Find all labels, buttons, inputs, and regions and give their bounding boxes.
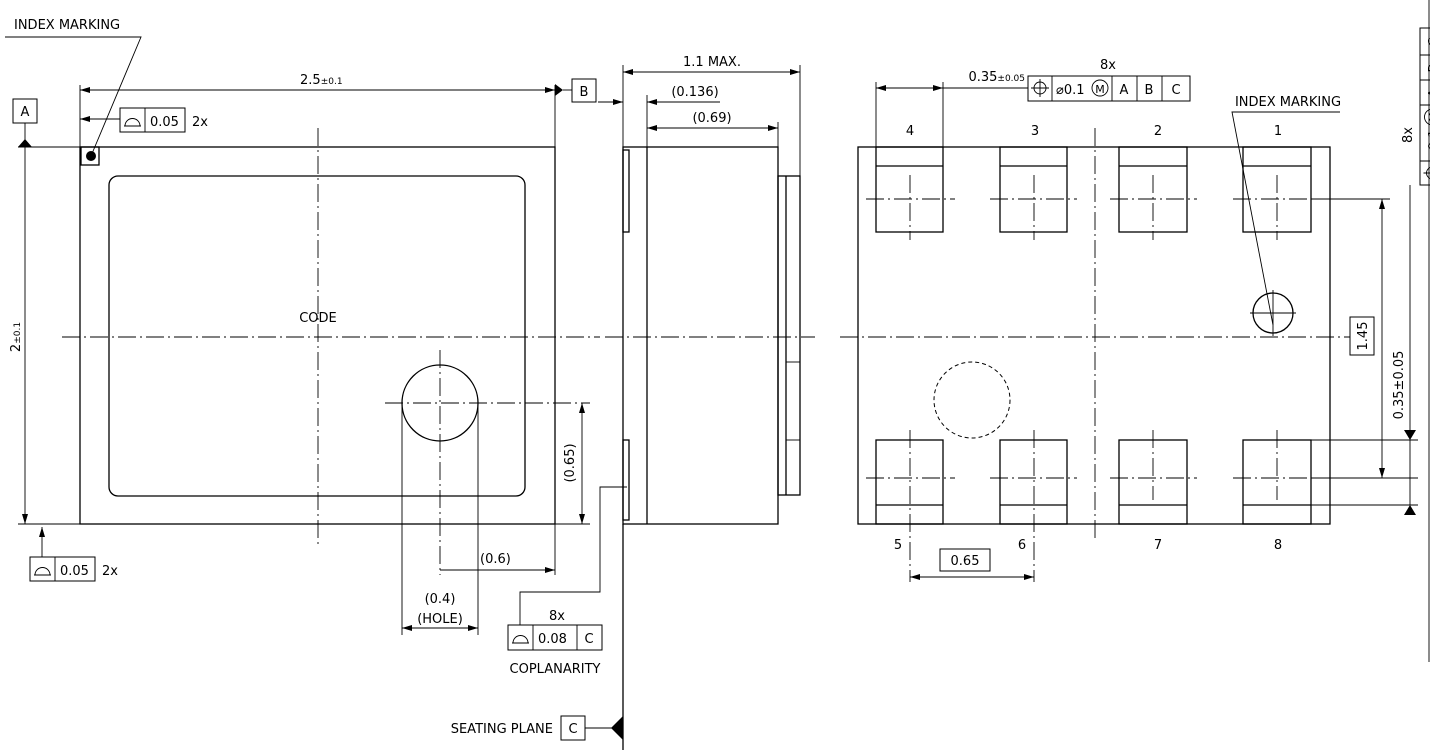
package-outline <box>79 146 556 525</box>
surface-profile-icon <box>34 567 51 576</box>
mmc-icon <box>1091 79 1109 97</box>
svg-text:8x: 8x <box>1100 58 1116 73</box>
svg-text:(HOLE): (HOLE) <box>417 612 463 627</box>
bottom-view: 4 3 2 1 5 6 7 8 0.65 0.35±0.05 8x ⌀0.1 M… <box>840 0 1430 662</box>
width-dim: 2.5±0.1 <box>300 73 343 88</box>
svg-text:(0.65): (0.65) <box>563 443 578 482</box>
svg-text:0.05: 0.05 <box>60 564 89 579</box>
svg-text:5: 5 <box>894 538 902 553</box>
pad-length-dim: 0.35±0.05 <box>1392 351 1407 420</box>
surface-profile-icon <box>124 118 141 127</box>
side-outline <box>622 146 779 525</box>
svg-text:A: A <box>1120 83 1129 98</box>
hole-outline <box>933 361 1011 439</box>
svg-text:A: A <box>1427 88 1430 97</box>
svg-text:M: M <box>1427 112 1430 122</box>
svg-text:B: B <box>1145 83 1154 98</box>
svg-text:8x: 8x <box>1401 127 1416 143</box>
svg-text:1: 1 <box>1274 124 1282 139</box>
svg-text:0.08: 0.08 <box>538 632 567 647</box>
svg-text:1.1 MAX.: 1.1 MAX. <box>683 55 741 70</box>
marking-area <box>108 175 526 497</box>
svg-text:⌀0.1: ⌀0.1 <box>1427 129 1430 158</box>
coplanarity-fcf <box>507 624 603 651</box>
pin-numbers: 4 3 2 1 5 6 7 8 <box>894 124 1282 553</box>
bottom-outline <box>857 146 1331 525</box>
surface-profile-icon <box>512 635 529 644</box>
row-spacing-dim: 1.45 <box>1356 322 1371 351</box>
datum-c: C <box>568 722 577 737</box>
svg-text:2x: 2x <box>102 564 118 579</box>
code-label: CODE <box>299 311 337 326</box>
svg-text:⌀0.1: ⌀0.1 <box>1056 83 1085 98</box>
height-dim: 2±0.1 <box>9 322 24 352</box>
side-view: 1.1 MAX. (0.136) (0.69) 8x 0.08 C COPLAN… <box>451 55 815 750</box>
pitch-dim: 0.65 <box>951 554 980 569</box>
svg-text:2: 2 <box>1154 124 1162 139</box>
svg-text:(0.6): (0.6) <box>480 552 511 567</box>
svg-text:2x: 2x <box>192 115 208 130</box>
svg-text:6: 6 <box>1018 538 1026 553</box>
svg-text:C: C <box>1171 83 1180 98</box>
svg-text:(0.4): (0.4) <box>425 592 456 607</box>
svg-text:M: M <box>1095 83 1105 96</box>
svg-text:4: 4 <box>906 124 914 139</box>
seating-plane-label: SEATING PLANE <box>451 722 553 737</box>
datum-a: A <box>21 105 30 120</box>
index-marking-label: INDEX MARKING <box>14 18 120 33</box>
pads <box>875 146 1312 525</box>
svg-text:B: B <box>1427 64 1430 73</box>
index-marker-box <box>80 146 100 166</box>
svg-text:C: C <box>1427 37 1430 46</box>
top-view: CODE INDEX MARKING 2.5±0.1 B A 2±0.1 0.0… <box>5 18 623 635</box>
flatness-fcf-bottom <box>29 556 96 582</box>
svg-text:8x: 8x <box>549 609 565 624</box>
index-marking-label-bottom: INDEX MARKING <box>1235 95 1341 110</box>
svg-text:3: 3 <box>1031 124 1039 139</box>
position-fcf: ⌀0.1 M A B C <box>1027 75 1191 102</box>
position-fcf-rotated: ⌀0.1 M A B C 8x <box>1401 27 1430 186</box>
svg-text:(0.69): (0.69) <box>692 111 731 126</box>
svg-text:0.05: 0.05 <box>150 115 179 130</box>
terminal <box>777 175 801 496</box>
svg-text:7: 7 <box>1154 538 1162 553</box>
svg-text:8: 8 <box>1274 538 1282 553</box>
svg-text:C: C <box>584 632 593 647</box>
pad-width-dim: 0.35±0.05 <box>968 70 1025 85</box>
flatness-fcf <box>119 107 186 133</box>
coplanarity-label: COPLANARITY <box>510 662 601 677</box>
svg-text:(0.136): (0.136) <box>671 85 718 100</box>
datum-b: B <box>580 85 589 100</box>
